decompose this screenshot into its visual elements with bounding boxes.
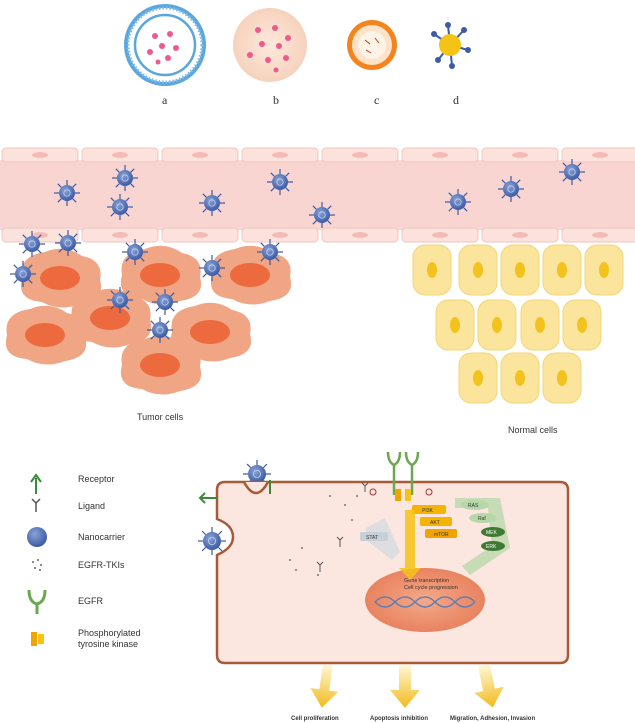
carrier-type-a xyxy=(124,4,206,86)
tumor-cell xyxy=(210,245,292,305)
panel-label-d: d xyxy=(453,93,459,107)
pi3k-label: PI3K xyxy=(422,508,434,514)
blood-vessel xyxy=(0,147,635,243)
tumor-cells-label: Tumor cells xyxy=(137,412,184,422)
legend-ligand: Ligand xyxy=(78,501,105,511)
arrow-migration xyxy=(474,664,504,708)
nanocarrier xyxy=(257,239,283,265)
carrier-type-d xyxy=(431,22,471,69)
mek-label: MEK xyxy=(486,530,498,536)
tumor-cell-cluster xyxy=(5,245,292,395)
stat-pathway: STAT xyxy=(360,518,400,560)
nanocarrier xyxy=(122,239,148,265)
nanocarrier xyxy=(55,230,81,256)
nanocarrier xyxy=(199,255,225,281)
legend-egfr: EGFR xyxy=(78,596,104,606)
akt-label: AKT xyxy=(430,520,440,526)
outcome-arrows xyxy=(310,664,504,708)
tumor-cell xyxy=(20,248,102,308)
normal-cell xyxy=(584,244,624,296)
normal-cell xyxy=(500,244,540,296)
nucleus xyxy=(365,568,485,632)
tumor-cell xyxy=(5,305,87,365)
legend-receptor: Receptor xyxy=(78,474,115,484)
normal-cell xyxy=(500,352,540,404)
nanocarrier xyxy=(559,159,585,185)
kinase-marker xyxy=(395,489,401,501)
raf-label: Raf xyxy=(478,516,486,522)
outcome-proliferation: Cell proliferation xyxy=(291,716,339,722)
normal-cell-cluster xyxy=(412,244,624,404)
ligand-particles xyxy=(316,482,369,572)
arrow-proliferation xyxy=(310,664,339,708)
nanocarrier xyxy=(112,165,138,191)
nanocarrier-icon xyxy=(27,527,47,547)
stat-label: STAT xyxy=(366,535,378,541)
panel-label-b: b xyxy=(273,93,279,107)
nanocarrier xyxy=(54,180,80,206)
nanocarrier xyxy=(445,189,471,215)
tumor-cell xyxy=(70,288,152,348)
legend-nanocarrier: Nanocarrier xyxy=(78,532,125,542)
ras-label: RAS xyxy=(468,503,479,509)
nanocarrier xyxy=(267,169,293,195)
nanocarrier xyxy=(198,527,226,555)
normal-cell xyxy=(477,299,517,351)
nanocarrier xyxy=(498,176,524,202)
carrier-type-b xyxy=(233,8,307,82)
normal-cell xyxy=(562,299,602,351)
panel-label-a: a xyxy=(162,93,168,107)
nanocarrier xyxy=(199,190,225,216)
normal-cell xyxy=(412,244,452,296)
egfr-icon xyxy=(27,589,47,614)
outcome-migration: Migration, Adhesion, Invasion xyxy=(450,716,535,722)
nanocarrier xyxy=(147,317,173,343)
normal-cells-label: Normal cells xyxy=(508,425,558,435)
normal-cell xyxy=(435,299,475,351)
nanocarrier xyxy=(10,261,36,287)
nanocarrier xyxy=(152,289,178,315)
normal-cell xyxy=(458,244,498,296)
normal-cell xyxy=(458,352,498,404)
tumor-cell xyxy=(120,335,202,395)
phosphorylated-kinase-icon xyxy=(31,632,44,646)
normal-cell xyxy=(542,244,582,296)
tumor-cell xyxy=(120,245,202,305)
panel-label-c: c xyxy=(374,93,379,107)
ligand-icon xyxy=(31,498,41,512)
carrier-type-c xyxy=(347,20,397,70)
tki-particles xyxy=(289,495,358,576)
outcome-apoptosis: Apoptosis inhibition xyxy=(370,716,428,722)
nanocarrier xyxy=(19,231,45,257)
egfr-tki-icon xyxy=(32,559,42,571)
mtor-label: mTOR xyxy=(434,532,449,538)
normal-cell xyxy=(542,352,582,404)
receptor-icon xyxy=(30,473,42,494)
legend: Receptor Ligand Nanocarrier EGFR-TKIs EG… xyxy=(27,473,141,649)
normal-cell xyxy=(520,299,560,351)
pi3k-akt-pathway: PI3K AKT mTOR xyxy=(399,505,457,580)
ras-raf-mek-erk-pathway: RAS Raf MEK ERK xyxy=(455,498,510,575)
nanocarrier xyxy=(107,194,133,220)
nanocarrier xyxy=(107,287,133,313)
legend-egfr-tkis: EGFR-TKIs xyxy=(78,560,125,570)
egfr-receptor-pair xyxy=(386,451,420,495)
arrow-apoptosis xyxy=(390,665,420,708)
nanocarrier xyxy=(309,202,335,228)
erk-label: ERK xyxy=(486,544,497,550)
